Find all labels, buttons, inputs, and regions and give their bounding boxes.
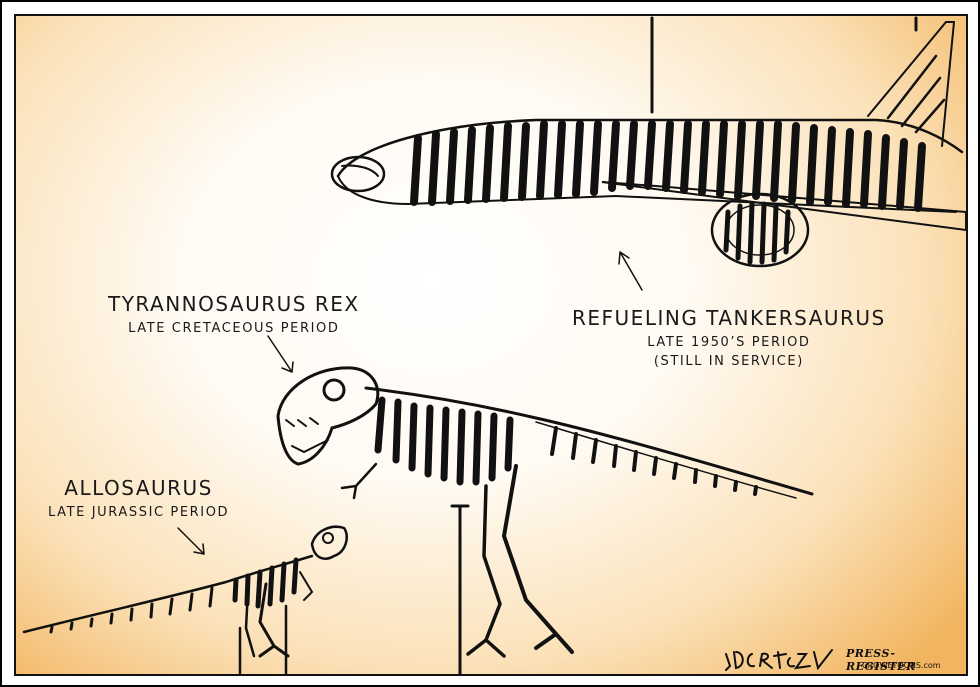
allosaurus-name: ALLOSAURUS — [64, 476, 213, 500]
tanker-engine-ribs — [723, 201, 791, 265]
signature-paper: PRESS-REGISTER — [846, 647, 916, 673]
allosaurus-label: ALLOSAURUS LATE JURASSIC PERIOD — [48, 476, 229, 520]
tanker-ribs — [410, 120, 926, 212]
trex-ribs — [374, 396, 514, 486]
allosaurus-tail-vertebrae — [49, 586, 214, 634]
tanker-label: REFUELING TANKERSAURUS LATE 1950’S PERIO… — [572, 306, 886, 369]
trex-period: LATE CRETACEOUS PERIOD — [128, 321, 340, 336]
artist-signature: PRESS-REGISTER CROWETOONS.com — [722, 644, 962, 674]
allosaurus-ribs — [232, 557, 299, 609]
tanker-note: (STILL IN SERVICE) — [653, 354, 804, 369]
trex-skeleton-icon — [276, 366, 814, 674]
cartoon-panel: TYRANNOSAURUS REX LATE CRETACEOUS PERIOD… — [14, 14, 968, 676]
tanker-name: REFUELING TANKERSAURUS — [572, 306, 886, 330]
tanker-period: LATE 1950’S PERIOD — [647, 335, 811, 350]
pointer-arrow-icon — [177, 251, 643, 555]
signature-scrawl-icon — [725, 649, 833, 671]
trex-name: TYRANNOSAURUS REX — [108, 292, 360, 316]
allosaurus-skeleton-icon — [22, 525, 348, 674]
trex-label: TYRANNOSAURUS REX LATE CRETACEOUS PERIOD — [108, 292, 360, 336]
allosaurus-period: LATE JURASSIC PERIOD — [48, 505, 230, 520]
signature-site: CROWETOONS.com — [862, 661, 941, 670]
cartoon-artwork — [22, 16, 966, 674]
trex-tail-vertebrae — [550, 426, 758, 496]
